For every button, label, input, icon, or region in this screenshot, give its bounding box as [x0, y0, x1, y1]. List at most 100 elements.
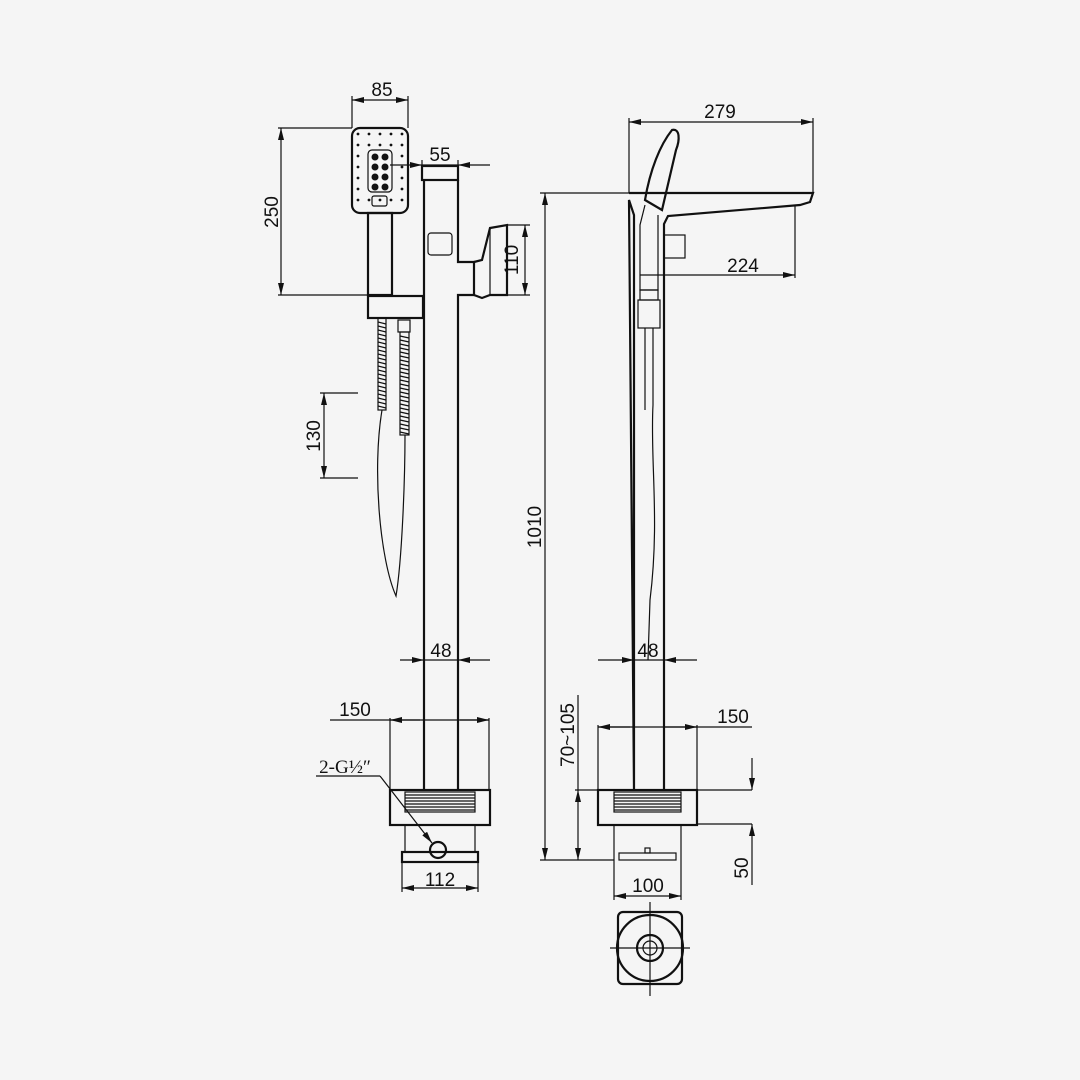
dim-70-105: 70~105 [558, 695, 752, 860]
dim-label: 250 [262, 196, 283, 228]
hose-rib [399, 423, 410, 427]
nozzle-dot [400, 198, 404, 202]
dim-label: 112 [425, 870, 455, 891]
dim-label: 85 [371, 80, 392, 101]
hose-rib [399, 371, 410, 375]
nozzle-dot [371, 183, 379, 191]
nozzle-dot [400, 132, 404, 136]
dim-label: 100 [632, 876, 664, 897]
connection-callout: 2-G½″ [316, 757, 433, 844]
dim-250: 250 [262, 127, 368, 296]
nozzle-dot [400, 187, 404, 191]
dim-label: 150 [717, 707, 749, 728]
handshower-side [637, 128, 680, 661]
nozzle-dot [367, 132, 371, 136]
dim-1010: 1010 [525, 192, 629, 861]
nozzle-dot [381, 153, 389, 161]
hose-rib [399, 343, 410, 347]
hose-rib [377, 357, 387, 361]
nozzle-dot [371, 163, 379, 171]
hose-rib [377, 329, 387, 333]
hose-rib [377, 345, 387, 349]
hose-rib [399, 415, 410, 419]
hose-rib [399, 367, 410, 371]
hose-rib [377, 341, 387, 345]
nozzle-dot [400, 176, 404, 180]
hose-rib [377, 381, 387, 385]
nozzle-dot [367, 198, 371, 202]
dim-label: 224 [727, 256, 759, 277]
hose-rib [399, 411, 410, 415]
nozzle-dot [400, 143, 404, 147]
hose-rib [399, 355, 410, 359]
dim-label: 110 [502, 245, 523, 275]
connection-label: 2-G½″ [319, 757, 371, 778]
dim-label: 150 [339, 700, 371, 721]
nozzle-dot [356, 198, 360, 202]
hose-rib [377, 325, 387, 329]
hose-rib [377, 321, 387, 325]
base-left [388, 788, 492, 864]
dim-110: 110 [502, 224, 530, 296]
hose-rib [399, 395, 410, 399]
dim-label: 1010 [525, 506, 546, 548]
hose-rib [399, 427, 410, 431]
hose-rib [399, 419, 410, 423]
hose-rib [399, 379, 410, 383]
nozzle-dot [381, 173, 389, 181]
hose-rib [377, 333, 387, 337]
base-right [596, 788, 699, 861]
dim-150-left: 150 [330, 700, 490, 790]
hose-rib [399, 383, 410, 387]
hose-rib [399, 363, 410, 367]
nozzle-dot [389, 132, 393, 136]
dim-label: 48 [430, 641, 451, 662]
nozzle-dot [381, 163, 389, 171]
hose-rib [377, 405, 387, 409]
hose-rib [377, 365, 387, 369]
hose-rib [377, 337, 387, 341]
dim-label: 50 [732, 857, 753, 878]
nozzle-dot [389, 198, 393, 202]
hose-rib [377, 349, 387, 353]
left-view: 85 250 55 110 130 48 150 2-G½″ [262, 80, 530, 892]
dim-label: 48 [637, 641, 658, 662]
hose-rib [399, 375, 410, 379]
nozzle-dot [356, 176, 360, 180]
hose-rib [377, 401, 387, 405]
base-plan-view [610, 902, 690, 996]
dim-100: 100 [613, 860, 682, 900]
right-view: 279 224 1010 48 150 70~105 50 100 [525, 102, 815, 996]
mixer-body [420, 164, 509, 790]
hose-rib [399, 391, 410, 395]
nozzle-dot [356, 132, 360, 136]
nozzle-dot [400, 154, 404, 158]
dim-label: 55 [429, 145, 450, 166]
nozzle-dot [356, 187, 360, 191]
dim-112: 112 [401, 862, 479, 892]
dim-label: 70~105 [558, 703, 579, 767]
hose-rib [377, 353, 387, 357]
nozzle-dot [356, 154, 360, 158]
nozzle-dot [371, 173, 379, 181]
hose-rib [377, 393, 387, 397]
hose-rib [399, 407, 410, 411]
hose-rib [399, 335, 410, 339]
hose-rib [399, 359, 410, 363]
dim-85: 85 [351, 80, 409, 128]
hose-rib [377, 385, 387, 389]
hose-rib [399, 347, 410, 351]
hose-rib [399, 387, 410, 391]
dim-48-left: 48 [400, 641, 490, 663]
dim-279: 279 [628, 102, 814, 193]
hose-rib [377, 361, 387, 365]
nozzle-dot [371, 153, 379, 161]
nozzle-dot [367, 143, 371, 147]
nozzle-dot [356, 143, 360, 147]
hose [377, 317, 411, 599]
hose-rib [399, 399, 410, 403]
hose-rib [377, 373, 387, 377]
hose-rib [377, 369, 387, 373]
hose-rib [377, 377, 387, 381]
